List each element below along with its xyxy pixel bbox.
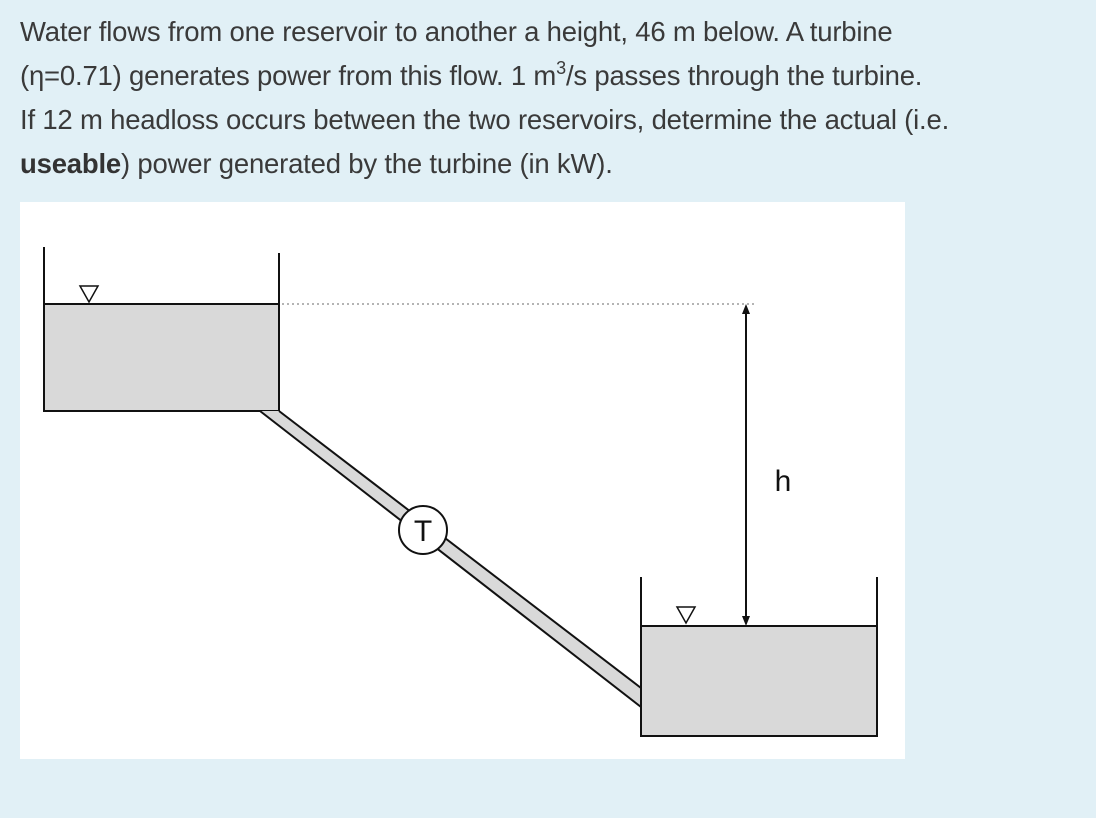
pipe-edge-bottom — [259, 410, 642, 708]
superscript: 3 — [556, 58, 566, 78]
bold-word: useable — [20, 148, 122, 179]
upper-reservoir-walls — [43, 247, 280, 412]
pipe-edge-top — [278, 410, 642, 689]
question-line-2-start: (η=0.71) generates power from this flow.… — [20, 60, 557, 91]
turbine-icon — [398, 505, 448, 555]
lower-water-level-icon — [675, 606, 697, 625]
height-label: h — [775, 465, 792, 498]
arrowhead-down-icon — [742, 616, 750, 626]
question-line-2-end: /s passes through the turbine. — [565, 60, 923, 91]
question-line-4-end: ) power generated by the turbine (in kW)… — [121, 148, 613, 179]
question-line-4: useable) power generated by the turbine … — [20, 142, 1090, 186]
upper-water-level-icon — [78, 285, 100, 304]
question-text: Water flows from one reservoir to anothe… — [20, 10, 1090, 186]
question-line-3: If 12 m headloss occurs between the two … — [20, 104, 950, 135]
arrowhead-up-icon — [742, 304, 750, 314]
question-line-2: (η=0.71) generates power from this flow.… — [20, 54, 1090, 98]
upper-reservoir-water — [44, 304, 279, 411]
question-line-1: Water flows from one reservoir to anothe… — [20, 16, 893, 47]
lower-reservoir-water — [641, 626, 877, 736]
turbine-label: T — [414, 515, 432, 548]
lower-reservoir-walls — [640, 577, 878, 737]
